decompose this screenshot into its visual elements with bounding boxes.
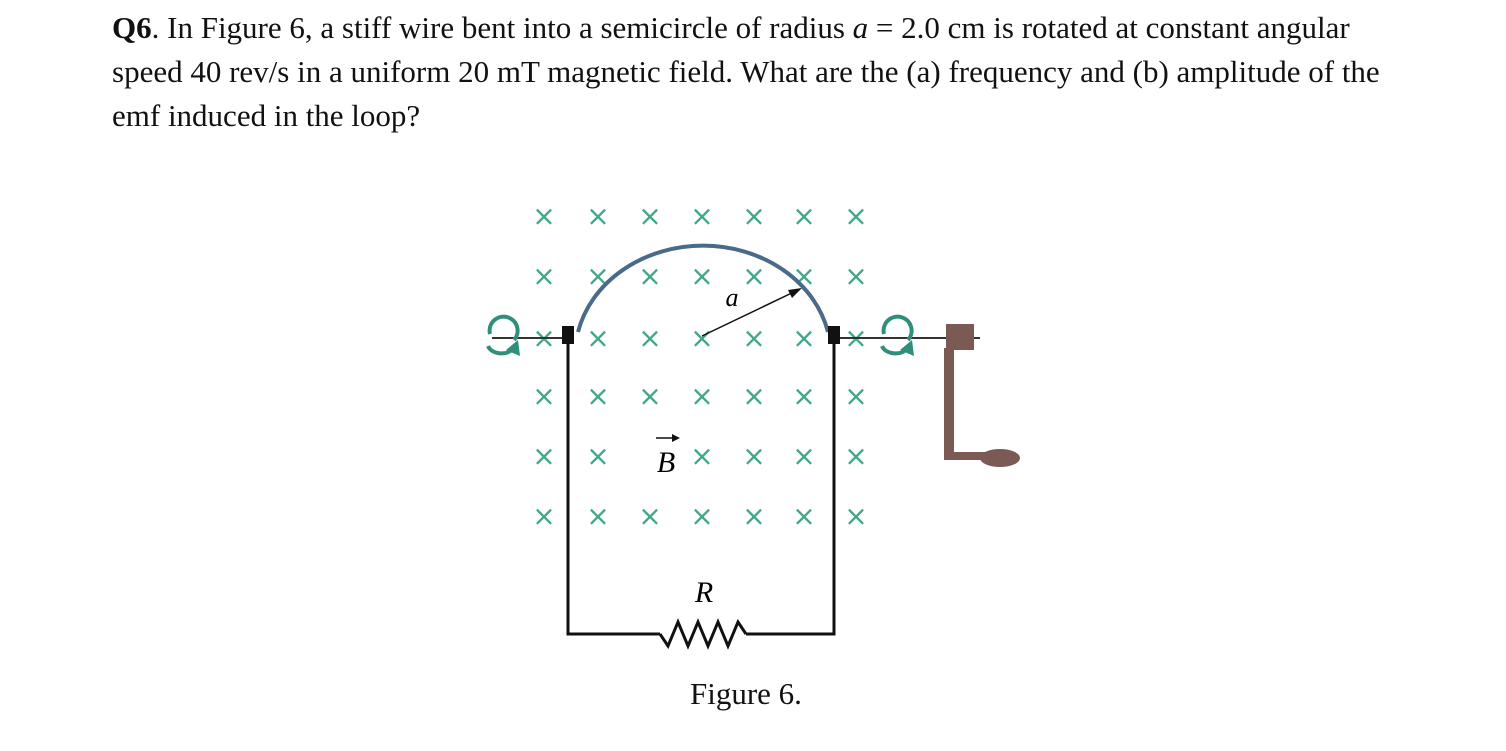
field-mark-cross: ⨯ — [844, 200, 867, 233]
field-mark-cross: ⨯ — [586, 380, 609, 413]
radius-arrow — [701, 289, 799, 337]
field-mark-cross: ⨯ — [532, 200, 555, 233]
circuit-wire-left — [566, 332, 660, 636]
question-text: Q6. In Figure 6, a stiff wire bent into … — [112, 6, 1402, 138]
field-mark-cross: ⨯ — [742, 260, 765, 293]
field-mark-cross: ⨯ — [844, 500, 867, 533]
field-mark-cross: ⨯ — [792, 440, 815, 473]
field-mark-cross: ⨯ — [742, 380, 765, 413]
figure-caption: Figure 6. — [690, 676, 802, 711]
crank-handle — [944, 324, 1020, 467]
field-vector-label: B — [657, 446, 675, 479]
field-mark-cross: ⨯ — [792, 500, 815, 533]
field-mark-cross: ⨯ — [690, 500, 713, 533]
figure-svg: ⨯⨯⨯⨯⨯⨯⨯⨯⨯⨯⨯⨯⨯⨯⨯⨯⨯⨯⨯⨯⨯⨯⨯⨯⨯⨯⨯⨯⨯⨯⨯⨯⨯⨯⨯⨯⨯⨯⨯⨯… — [486, 200, 1020, 650]
field-mark-cross: ⨯ — [690, 322, 713, 355]
resistor — [658, 618, 748, 650]
resistor-label: R — [694, 576, 713, 609]
magnetic-field-label: B — [656, 434, 680, 479]
field-mark-cross: ⨯ — [532, 440, 555, 473]
radius-symbol: a — [852, 10, 869, 45]
field-mark-cross: ⨯ — [742, 500, 765, 533]
field-mark-cross: ⨯ — [844, 440, 867, 473]
circuit-wire-right — [746, 332, 836, 636]
figure-6-diagram: ⨯⨯⨯⨯⨯⨯⨯⨯⨯⨯⨯⨯⨯⨯⨯⨯⨯⨯⨯⨯⨯⨯⨯⨯⨯⨯⨯⨯⨯⨯⨯⨯⨯⨯⨯⨯⨯⨯⨯⨯… — [470, 190, 1030, 660]
field-mark-cross: ⨯ — [638, 500, 661, 533]
radius-arrowhead — [788, 288, 802, 298]
rotation-arrow-left-icon — [486, 314, 520, 356]
field-mark-cross: ⨯ — [792, 200, 815, 233]
field-mark-cross: ⨯ — [844, 260, 867, 293]
magnetic-field-marks: ⨯⨯⨯⨯⨯⨯⨯⨯⨯⨯⨯⨯⨯⨯⨯⨯⨯⨯⨯⨯⨯⨯⨯⨯⨯⨯⨯⨯⨯⨯⨯⨯⨯⨯⨯⨯⨯⨯⨯⨯… — [532, 200, 867, 533]
field-vector-arrowhead — [672, 434, 680, 442]
semicircle-wire — [576, 243, 830, 333]
field-mark-cross: ⨯ — [690, 260, 713, 293]
field-mark-cross: ⨯ — [638, 322, 661, 355]
field-mark-cross: ⨯ — [586, 260, 609, 293]
field-mark-cross: ⨯ — [586, 322, 609, 355]
field-mark-cross: ⨯ — [532, 500, 555, 533]
field-mark-cross: ⨯ — [690, 380, 713, 413]
field-mark-cross: ⨯ — [638, 380, 661, 413]
field-mark-cross: ⨯ — [742, 200, 765, 233]
field-mark-cross: ⨯ — [638, 200, 661, 233]
field-mark-cross: ⨯ — [532, 380, 555, 413]
question-text-part1: . In Figure 6, a stiff wire bent into a … — [151, 10, 853, 45]
radius-label: a — [726, 283, 739, 312]
left-joint — [562, 326, 574, 344]
field-mark-cross: ⨯ — [742, 322, 765, 355]
field-mark-cross: ⨯ — [690, 440, 713, 473]
field-mark-cross: ⨯ — [586, 440, 609, 473]
field-mark-cross: ⨯ — [586, 500, 609, 533]
field-mark-cross: ⨯ — [792, 380, 815, 413]
right-joint — [828, 326, 840, 344]
question-number: Q6 — [112, 10, 152, 45]
field-mark-cross: ⨯ — [586, 200, 609, 233]
field-mark-cross: ⨯ — [532, 260, 555, 293]
field-mark-cross: ⨯ — [742, 440, 765, 473]
rotation-arrow-right-icon — [880, 314, 914, 356]
question-text-part2: = 2.0 cm is rotated at constant angular … — [112, 10, 1380, 133]
field-mark-cross: ⨯ — [792, 322, 815, 355]
field-mark-cross: ⨯ — [690, 200, 713, 233]
field-mark-cross: ⨯ — [844, 380, 867, 413]
field-mark-cross: ⨯ — [638, 260, 661, 293]
